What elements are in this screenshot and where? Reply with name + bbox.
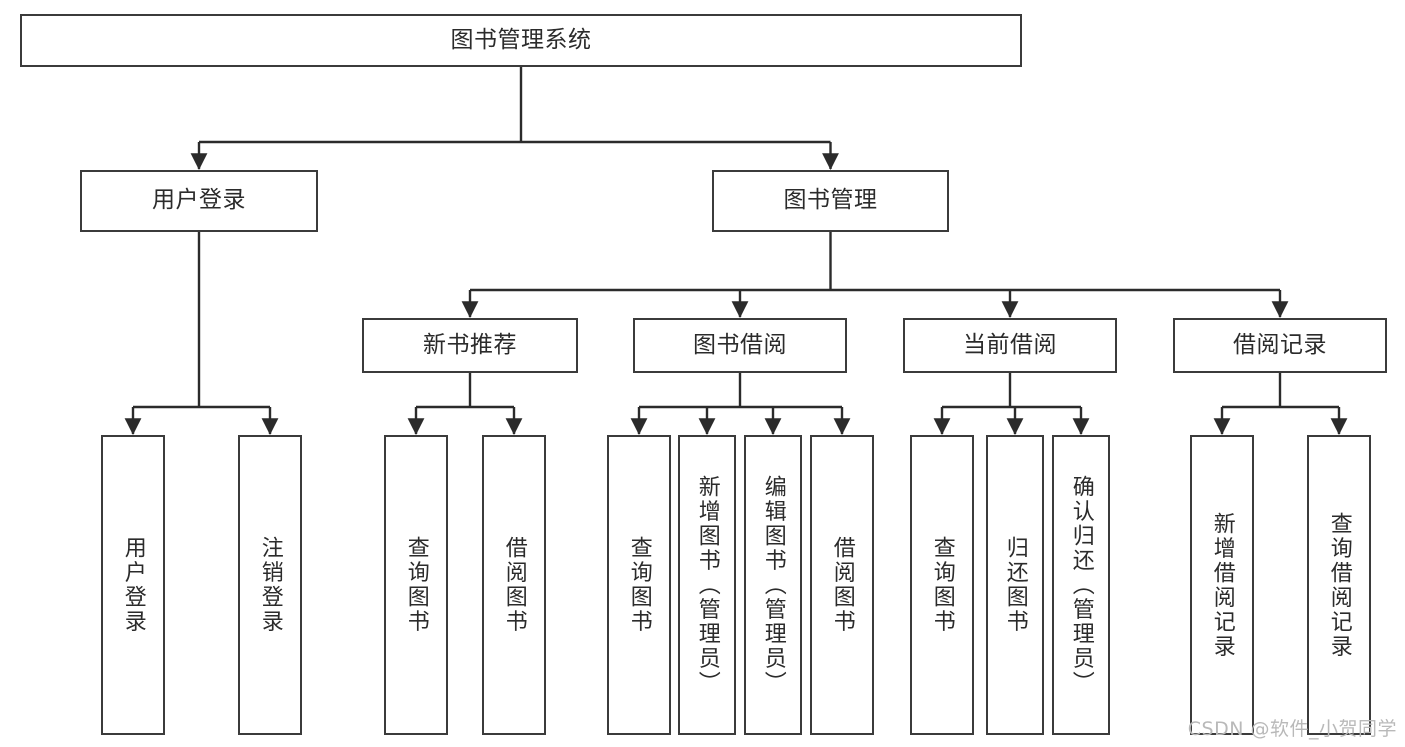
node-leaf-edit-book[interactable]: 编辑图书（管理员）: [744, 435, 802, 735]
node-label: 注销登录: [257, 536, 283, 634]
node-current[interactable]: 当前借阅: [903, 318, 1117, 373]
node-label: 用户登录: [120, 536, 146, 634]
node-bookmgmt[interactable]: 图书管理: [712, 170, 949, 232]
node-label: 当前借阅: [963, 331, 1057, 358]
node-leaf-query-book-1[interactable]: 查询图书: [384, 435, 448, 735]
node-records[interactable]: 借阅记录: [1173, 318, 1387, 373]
node-label: 借阅记录: [1233, 331, 1327, 358]
node-label: 借阅图书: [501, 536, 527, 634]
node-label: 查询借阅记录: [1326, 511, 1352, 659]
node-leaf-user-login[interactable]: 用户登录: [101, 435, 165, 735]
node-root[interactable]: 图书管理系统: [20, 14, 1022, 67]
node-leaf-query-record[interactable]: 查询借阅记录: [1307, 435, 1371, 735]
node-label: 图书管理系统: [450, 26, 592, 53]
node-label: 查询图书: [929, 536, 955, 634]
node-leaf-add-book[interactable]: 新增图书（管理员）: [678, 435, 736, 735]
node-borrowbook[interactable]: 图书借阅: [633, 318, 847, 373]
node-label: 图书管理: [783, 187, 878, 214]
node-label: 查询图书: [626, 536, 652, 634]
node-login[interactable]: 用户登录: [80, 170, 318, 232]
node-label: 新增图书（管理员）: [694, 474, 720, 696]
node-leaf-borrow-book-1[interactable]: 借阅图书: [482, 435, 546, 735]
node-label: 查询图书: [403, 536, 429, 634]
node-label: 确认归还（管理员）: [1068, 474, 1094, 696]
node-newbook[interactable]: 新书推荐: [362, 318, 578, 373]
node-label: 用户登录: [152, 187, 246, 214]
node-leaf-borrow-book-2[interactable]: 借阅图书: [810, 435, 874, 735]
node-leaf-add-record[interactable]: 新增借阅记录: [1190, 435, 1254, 735]
node-leaf-query-book-3[interactable]: 查询图书: [910, 435, 974, 735]
node-leaf-query-book-2[interactable]: 查询图书: [607, 435, 671, 735]
node-leaf-confirm-return[interactable]: 确认归还（管理员）: [1052, 435, 1110, 735]
node-leaf-return-book[interactable]: 归还图书: [986, 435, 1044, 735]
node-leaf-user-logout[interactable]: 注销登录: [238, 435, 302, 735]
node-label: 借阅图书: [829, 536, 855, 634]
watermark-text: CSDN @软件_小贺同学: [1187, 718, 1397, 740]
node-label: 图书借阅: [693, 331, 787, 358]
node-label: 新书推荐: [423, 331, 517, 358]
node-label: 编辑图书（管理员）: [760, 474, 786, 696]
node-label: 归还图书: [1002, 536, 1028, 634]
node-label: 新增借阅记录: [1209, 511, 1235, 659]
